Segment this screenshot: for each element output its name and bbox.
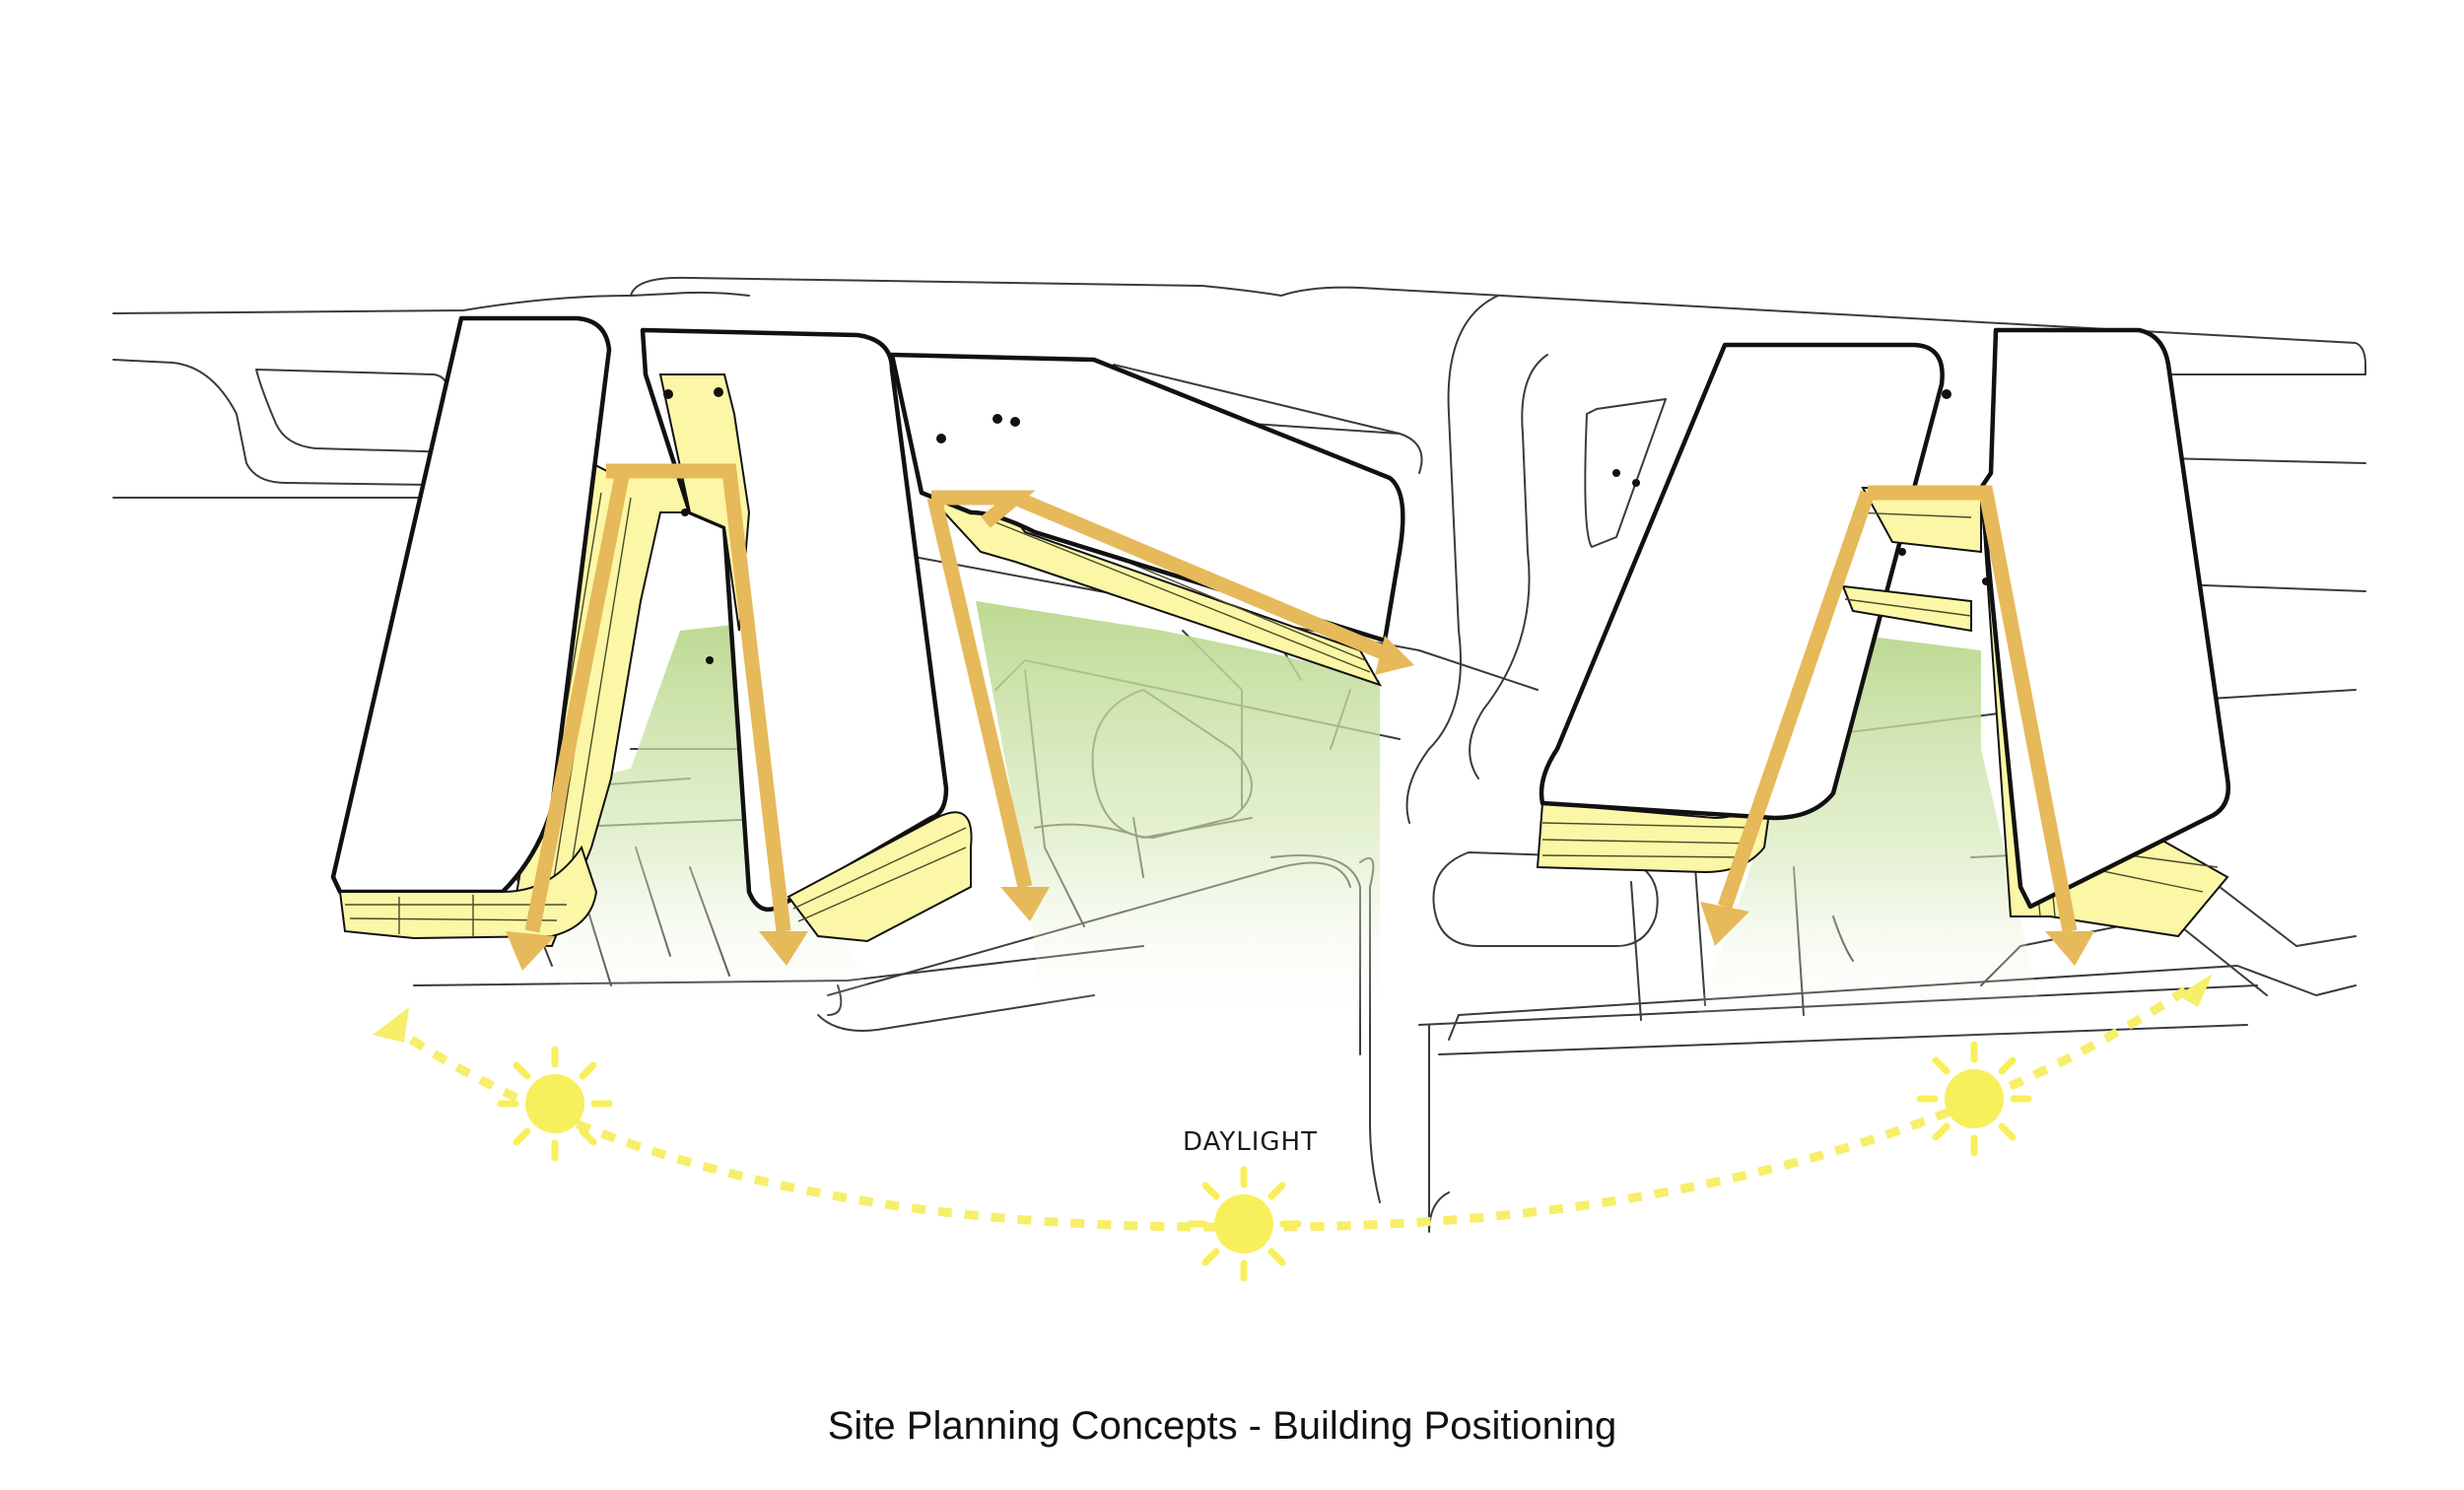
arrow-icon [1012, 491, 1393, 662]
person-icon [706, 656, 714, 664]
arrow-icon [1868, 485, 2078, 933]
courtyard-greenery [552, 601, 2050, 1045]
arc-arrowhead-right [2178, 974, 2213, 1007]
person-icon [1612, 469, 1620, 477]
arrow-icon [606, 463, 791, 932]
sun-icon [1186, 1166, 1302, 1282]
daylight-label: DAYLIGHT [1183, 1127, 1318, 1157]
building-b [889, 352, 1405, 687]
person-icon [663, 389, 673, 399]
person-icon [992, 414, 1002, 424]
person-icon [1010, 417, 1020, 427]
person-icon [1982, 577, 1990, 585]
person-icon [936, 434, 946, 443]
person-icon [714, 387, 723, 397]
person-icon [681, 508, 689, 516]
person-icon [1632, 479, 1640, 487]
sun-icon [1916, 1041, 2032, 1157]
arrow-icon [926, 496, 1033, 889]
daylight-arrows [506, 463, 2094, 971]
sun-icon [497, 1046, 613, 1162]
person-icon [1898, 548, 1906, 556]
diagram-caption: Site Planning Concepts - Building Positi… [828, 1404, 1617, 1448]
arrow-icon [1717, 490, 1876, 910]
arc-arrowhead-left [373, 1007, 409, 1043]
arrow-icon [524, 469, 631, 933]
person-icon [1942, 389, 1951, 399]
people [663, 387, 1990, 664]
